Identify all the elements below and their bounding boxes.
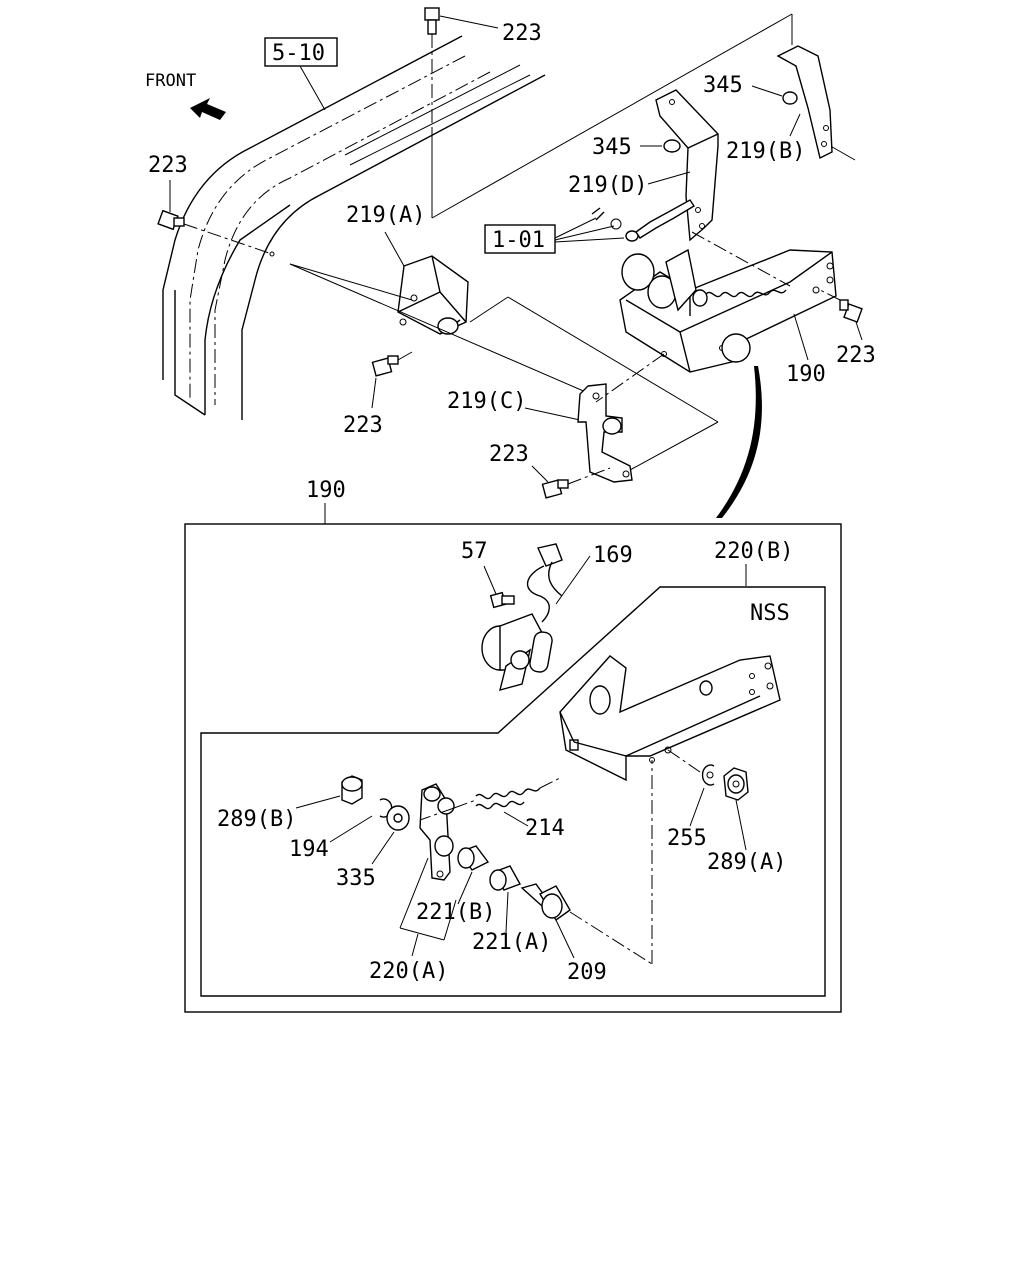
- label-219a: 219(A): [346, 203, 425, 228]
- label-335: 335: [336, 866, 376, 891]
- detail-pointer: [716, 366, 762, 518]
- ref-label-1-01: 1-01: [492, 228, 545, 253]
- nut-289b: 289(B): [217, 775, 363, 832]
- label-223-left: 223: [148, 153, 188, 178]
- label-219c: 219(C): [447, 389, 526, 414]
- sensor-169: 169: [481, 543, 633, 691]
- label-220a: 220(A): [369, 959, 448, 984]
- screw-57: 57: [461, 539, 515, 609]
- label-223-bottom: 223: [489, 442, 529, 467]
- label-190-top: 190: [786, 362, 826, 387]
- label-214: 214: [525, 816, 565, 841]
- detail-box-190: 190: [184, 478, 842, 1013]
- label-57: 57: [461, 539, 488, 564]
- frame-rail: [162, 35, 546, 420]
- label-194: 194: [289, 837, 329, 862]
- label-219d: 219(D): [568, 173, 647, 198]
- label-221b: 221(B): [416, 900, 495, 925]
- bolt-223-bottom: 223: [489, 442, 611, 499]
- callout-220a: 220(A): [369, 857, 457, 984]
- nut-345-mid: 345: [592, 135, 681, 160]
- label-289a: 289(A): [707, 850, 786, 875]
- ref-box-1-01: 1-01: [484, 199, 695, 254]
- label-219b: 219(B): [726, 139, 805, 164]
- label-169: 169: [593, 543, 633, 568]
- assembly-190-top: 190: [595, 231, 837, 403]
- label-nss: NSS: [750, 601, 790, 626]
- spring-214: 214: [453, 777, 565, 841]
- nut-289a: 289(A): [707, 767, 786, 875]
- bushing-221b: 221(B): [416, 845, 495, 925]
- label-223-right: 223: [836, 343, 876, 368]
- bracket-220b: 220(B) NSS: [559, 539, 793, 782]
- front-arrow-icon: [190, 98, 226, 120]
- label-223-top: 223: [502, 21, 542, 46]
- nut-345-top: 345: [703, 73, 798, 105]
- front-label: FRONT: [145, 71, 196, 91]
- bracket-219d: 219(D): [568, 89, 719, 242]
- bolt-223-top: 223: [424, 7, 542, 128]
- label-221a: 221(A): [472, 930, 551, 955]
- label-223-mid: 223: [343, 413, 383, 438]
- bushing-221a: 221(A): [472, 865, 551, 955]
- washer-194: 194: [289, 798, 393, 862]
- bracket-219b: 219(B): [726, 45, 833, 164]
- washer-335: 335: [336, 805, 410, 891]
- label-289b: 289(B): [217, 807, 296, 832]
- front-indicator: FRONT: [145, 71, 226, 120]
- bolt-223-right: 223: [819, 289, 876, 368]
- label-345-mid: 345: [592, 135, 632, 160]
- label-345-top: 345: [703, 73, 743, 98]
- bracket-219c: 219(C): [447, 383, 633, 483]
- label-220b: 220(B): [714, 539, 793, 564]
- label-255: 255: [667, 826, 707, 851]
- ref-box-5-10: 5-10: [264, 37, 338, 111]
- lever-220a: [419, 783, 455, 881]
- label-190-box: 190: [306, 478, 346, 503]
- ref-label-5-10: 5-10: [272, 41, 325, 66]
- bolt-223-mid: 223: [343, 351, 413, 438]
- bolt-223-left: 223: [148, 153, 275, 257]
- bolt-209: 209: [520, 760, 653, 985]
- bracket-219a: 219(A): [289, 203, 719, 471]
- label-209: 209: [567, 960, 607, 985]
- washer-255: 255: [667, 749, 715, 851]
